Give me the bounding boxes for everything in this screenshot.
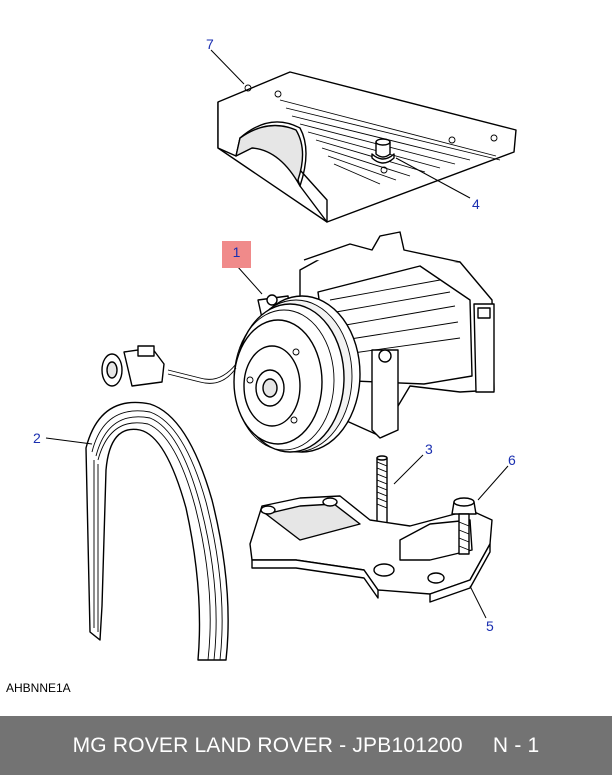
callout-1: 1 <box>232 244 241 260</box>
callout-4: 4 <box>472 196 480 212</box>
callout-7: 7 <box>206 36 214 52</box>
footer-spacer <box>463 734 493 758</box>
callout-6: 6 <box>508 452 516 468</box>
part-5-bracket[interactable] <box>249 495 493 603</box>
footer-title: MG ROVER LAND ROVER - JPB101200 <box>72 733 463 757</box>
part-1-compressor[interactable] <box>101 231 495 453</box>
callout-2: 2 <box>33 430 41 446</box>
callout-1-highlight <box>222 241 251 268</box>
footer-bar: MG ROVER LAND ROVER - JPB101200 N - 1 <box>0 716 612 775</box>
part-7-cover[interactable] <box>217 71 517 223</box>
callout-5: 5 <box>486 618 494 634</box>
exploded-parts-diagram: 7 4 2 3 6 5 <box>33 36 517 661</box>
footer-page: N - 1 <box>492 733 540 757</box>
part-6-bolt[interactable] <box>451 497 477 555</box>
diagram-code: AHBNNE1A <box>6 681 71 695</box>
callout-3: 3 <box>425 441 433 457</box>
part-2-belt[interactable] <box>85 401 229 661</box>
leader-lines <box>45 49 509 619</box>
